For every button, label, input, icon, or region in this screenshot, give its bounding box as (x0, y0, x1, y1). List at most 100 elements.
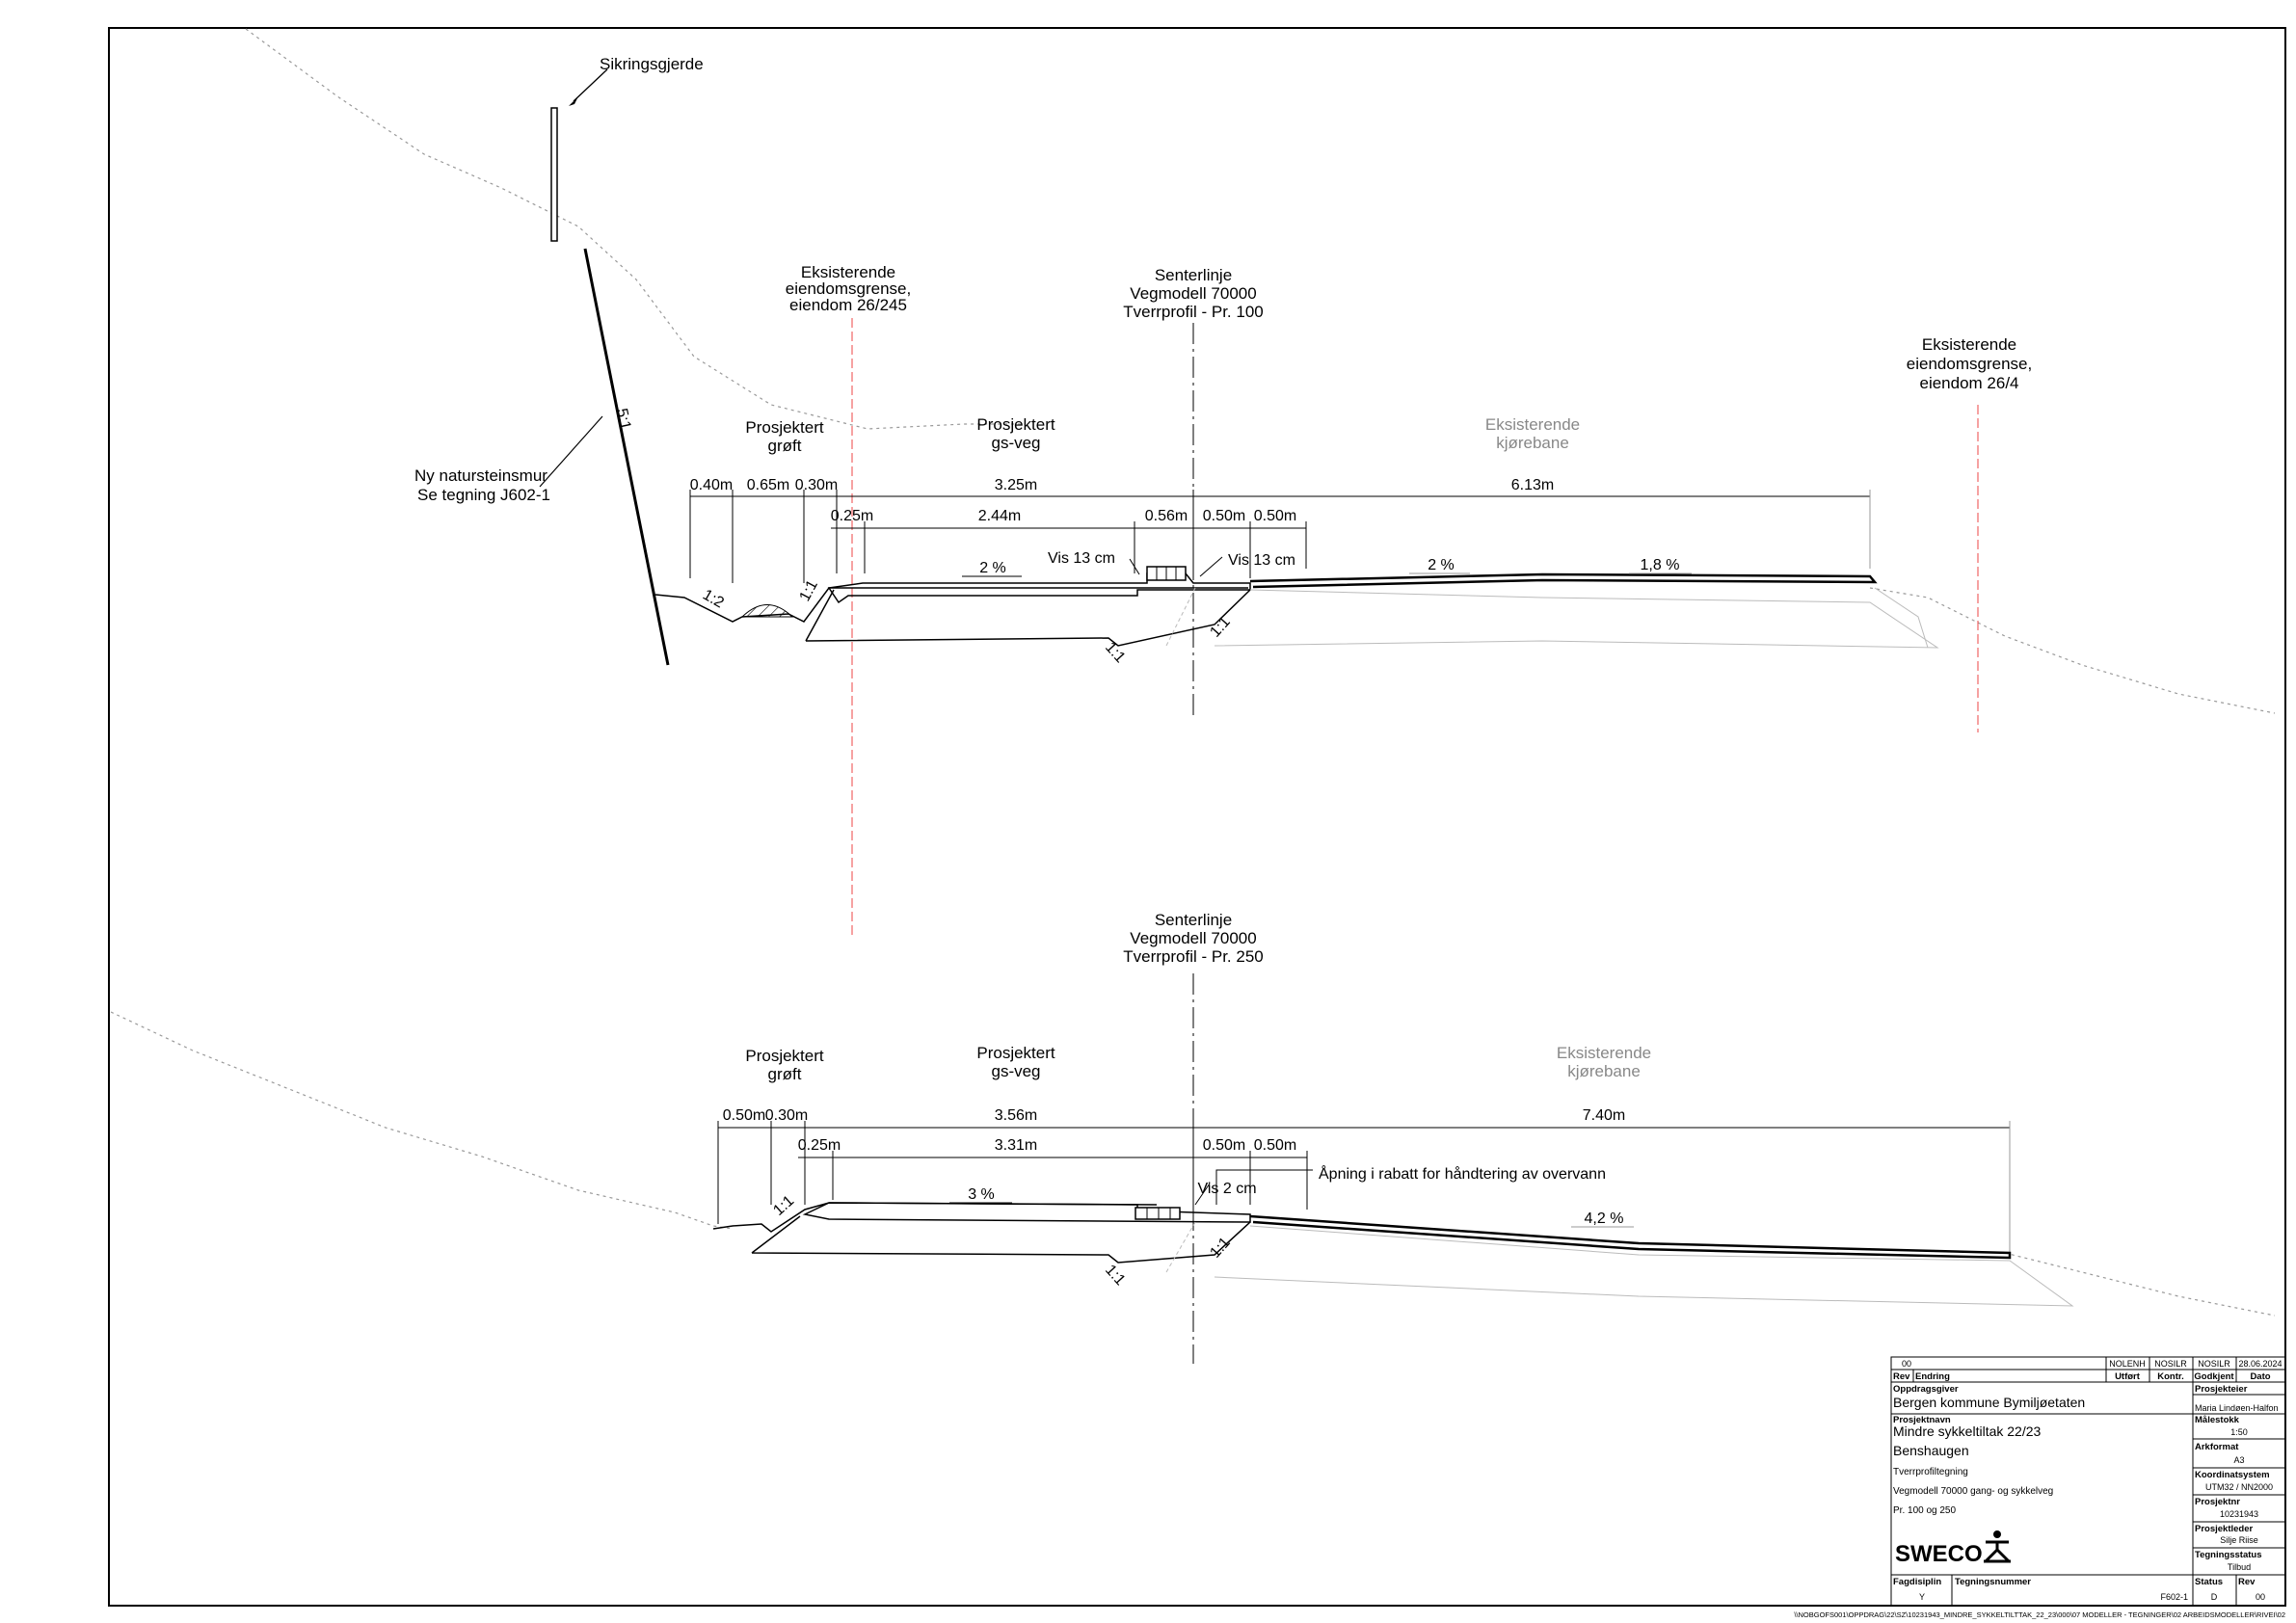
svg-text:Eksisterende: Eksisterende (801, 263, 895, 281)
gsveg-base (805, 589, 1251, 647)
svg-text:Tverrprofil - Pr. 100: Tverrprofil - Pr. 100 (1123, 303, 1264, 321)
svg-text:kjørebane: kjørebane (1567, 1062, 1641, 1080)
svg-text:10231943: 10231943 (2220, 1509, 2258, 1519)
svg-text:Arkformat: Arkformat (2195, 1442, 2239, 1452)
svg-text:Prosjektert: Prosjektert (976, 1044, 1055, 1062)
svg-text:00: 00 (2256, 1592, 2265, 1602)
svg-text:0.25m: 0.25m (831, 508, 873, 524)
svg-text:0.50m: 0.50m (1254, 508, 1296, 524)
svg-text:Prosjektnavn: Prosjektnavn (1893, 1415, 1951, 1425)
svg-text:1:1: 1:1 (1207, 1235, 1234, 1262)
svg-text:eiendomsgrense,: eiendomsgrense, (786, 279, 911, 298)
svg-text:Tegningsnummer: Tegningsnummer (1955, 1577, 2031, 1587)
svg-text:Vegmodell 70000 gang- og sykke: Vegmodell 70000 gang- og sykkelveg (1893, 1486, 2053, 1497)
wall-label-ref: Se tegning J602-1 (417, 486, 550, 504)
svg-text:Senterlinje: Senterlinje (1155, 266, 1232, 284)
wall-label: Ny natursteinsmur (414, 466, 547, 485)
svg-text:0.25m: 0.25m (798, 1137, 841, 1154)
svg-text:Vegmodell 70000: Vegmodell 70000 (1130, 929, 1256, 947)
svg-text:Maria Lindøen-Halfon: Maria Lindøen-Halfon (2195, 1403, 2279, 1413)
svg-text:Koordinatsystem: Koordinatsystem (2195, 1470, 2270, 1480)
svg-text:1:1: 1:1 (1102, 639, 1129, 666)
svg-text:kjørebane: kjørebane (1496, 434, 1569, 452)
svg-text:Oppdragsgiver: Oppdragsgiver (1893, 1384, 1959, 1395)
svg-text:NOSILR: NOSILR (2154, 1359, 2187, 1369)
svg-text:Vis 13 cm: Vis 13 cm (1048, 550, 1115, 567)
svg-text:1:1: 1:1 (770, 1192, 797, 1219)
svg-text:0.30m: 0.30m (795, 477, 838, 493)
svg-text:Kontr.: Kontr. (2157, 1371, 2183, 1382)
curb-stone-bottom (1135, 1207, 1181, 1220)
svg-text:UTM32 / NN2000: UTM32 / NN2000 (2205, 1482, 2273, 1492)
svg-text:Pr. 100 og 250: Pr. 100 og 250 (1893, 1505, 1956, 1516)
svg-text:gs-veg: gs-veg (991, 1062, 1040, 1080)
svg-text:3.25m: 3.25m (995, 477, 1037, 493)
svg-text:Prosjektnr: Prosjektnr (2195, 1497, 2240, 1507)
svg-text:Prosjektert: Prosjektert (745, 418, 824, 437)
sweco-logo: SWECO (1895, 1541, 1983, 1567)
svg-text:2 %: 2 % (1428, 557, 1455, 573)
svg-text:28.06.2024: 28.06.2024 (2238, 1359, 2282, 1369)
ditch-pipe (740, 604, 794, 618)
svg-text:3.56m: 3.56m (995, 1107, 1037, 1124)
svg-text:00: 00 (1902, 1359, 1911, 1369)
svg-text:Målestokk: Målestokk (2195, 1415, 2240, 1425)
svg-text:1,8 %: 1,8 % (1641, 557, 1680, 573)
svg-text:Y: Y (1919, 1592, 1925, 1602)
svg-text:Prosjektleder: Prosjektleder (2195, 1524, 2253, 1534)
svg-text:Fagdisiplin: Fagdisiplin (1893, 1577, 1941, 1587)
sweco-logo-icon (1984, 1530, 2011, 1563)
svg-text:Prosjektert: Prosjektert (976, 415, 1055, 434)
svg-text:Rev: Rev (1893, 1371, 1910, 1382)
svg-text:2 %: 2 % (979, 560, 1006, 576)
svg-text:Vis 13 cm: Vis 13 cm (1228, 552, 1295, 569)
svg-text:0.30m: 0.30m (765, 1107, 808, 1124)
svg-text:Eksisterende: Eksisterende (1922, 335, 2016, 354)
svg-text:0.50m: 0.50m (1254, 1137, 1296, 1154)
fence-post (550, 107, 558, 242)
svg-text:Prosjektert: Prosjektert (745, 1047, 824, 1065)
road-surface-top (1249, 572, 1878, 589)
svg-text:Benshaugen: Benshaugen (1893, 1443, 1969, 1458)
svg-text:0.65m: 0.65m (747, 477, 789, 493)
svg-text:Senterlinje: Senterlinje (1155, 911, 1232, 929)
svg-text:Prosjekteier: Prosjekteier (2195, 1384, 2248, 1395)
svg-text:Vis 2 cm: Vis 2 cm (1197, 1181, 1256, 1197)
svg-text:Tverrprofiltegning: Tverrprofiltegning (1893, 1467, 1968, 1477)
title-block (1890, 1356, 2286, 1607)
svg-text:gs-veg: gs-veg (991, 434, 1040, 452)
gsveg-layer (827, 572, 1251, 604)
svg-text:Godkjent: Godkjent (2194, 1371, 2234, 1382)
svg-text:Dato: Dato (2250, 1371, 2270, 1382)
svg-text:Tverrprofil - Pr. 250: Tverrprofil - Pr. 250 (1123, 947, 1264, 966)
terrain-line-top (245, 28, 1022, 430)
fence-label: Sikringsgjerde (600, 55, 704, 73)
svg-text:Tilbud: Tilbud (2228, 1562, 2251, 1572)
svg-text:Eksisterende: Eksisterende (1485, 415, 1580, 434)
svg-text:4,2 %: 4,2 % (1585, 1211, 1624, 1227)
svg-text:6.13m: 6.13m (1511, 477, 1554, 493)
svg-text:3.31m: 3.31m (995, 1137, 1037, 1154)
svg-text:eiendom 26/4: eiendom 26/4 (1919, 374, 2018, 392)
svg-text:Bergen kommune Bymiljøetaten: Bergen kommune Bymiljøetaten (1893, 1395, 2085, 1410)
svg-text:eiendom 26/245: eiendom 26/245 (789, 296, 907, 314)
svg-text:Rev: Rev (2238, 1577, 2256, 1587)
svg-text:Endring: Endring (1915, 1371, 1950, 1382)
svg-text:D: D (2211, 1592, 2218, 1602)
wall-slope-label: 5:1 (613, 407, 633, 431)
stone-wall (583, 248, 670, 666)
svg-text:1:1: 1:1 (1207, 614, 1234, 641)
svg-text:Mindre sykkeltiltak 22/23: Mindre sykkeltiltak 22/23 (1893, 1423, 2042, 1439)
svg-text:Status: Status (2195, 1577, 2223, 1587)
svg-text:3 %: 3 % (968, 1186, 995, 1203)
svg-text:grøft: grøft (768, 437, 802, 455)
svg-text:NOSILR: NOSILR (2198, 1359, 2230, 1369)
svg-text:eiendomsgrense,: eiendomsgrense, (1907, 355, 2032, 373)
svg-text:Eksisterende: Eksisterende (1557, 1044, 1651, 1062)
svg-text:0.50m: 0.50m (1203, 508, 1245, 524)
svg-text:F602-1: F602-1 (2160, 1592, 2188, 1602)
svg-text:Silje Riise: Silje Riise (2220, 1535, 2258, 1545)
svg-text:A3: A3 (2233, 1455, 2244, 1465)
svg-text:0.50m: 0.50m (1203, 1137, 1245, 1154)
